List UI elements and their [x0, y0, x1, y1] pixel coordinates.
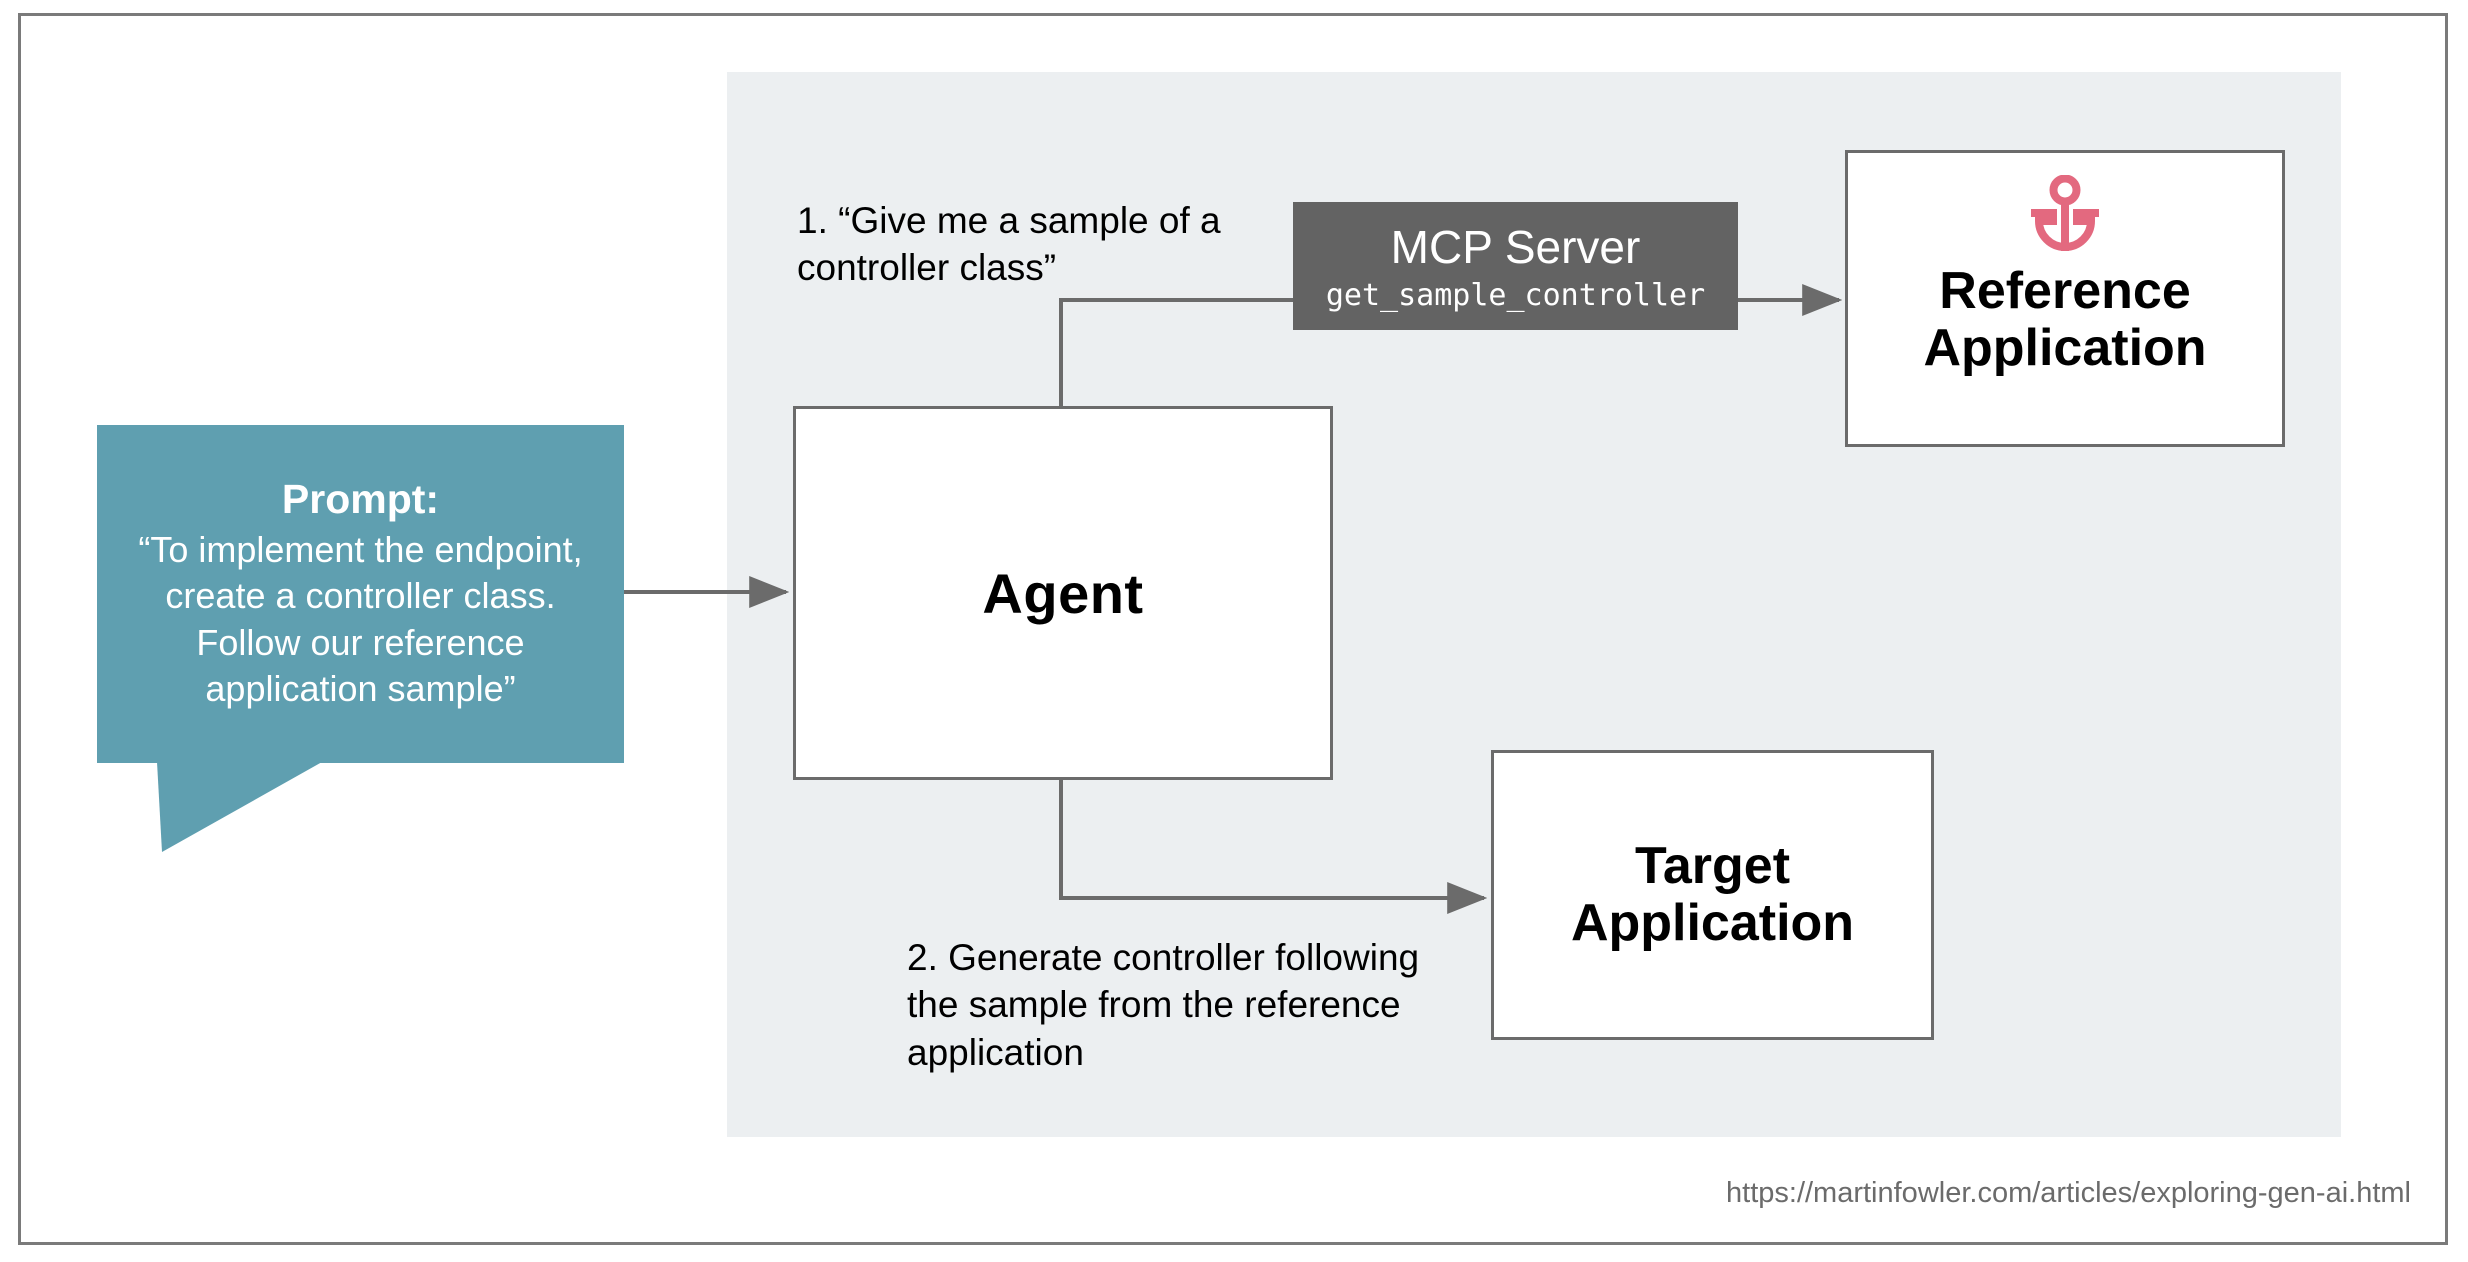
node-agent[interactable]: Agent	[793, 406, 1333, 780]
annotation-step-1: 1. “Give me a sample of a controller cla…	[797, 200, 1221, 289]
prompt-bubble-text: “To implement the endpoint, create a con…	[138, 529, 583, 709]
annotation-step-2: 2. Generate controller following the sam…	[907, 937, 1420, 1073]
node-mcp-server-tool: get_sample_controller	[1325, 277, 1706, 313]
source-url-text: https://martinfowler.com/articles/explor…	[1726, 1177, 2411, 1209]
prompt-bubble-title: Prompt:	[281, 476, 440, 523]
node-agent-label: Agent	[982, 561, 1144, 625]
anchor-icon	[2031, 175, 2099, 251]
node-mcp-server-title: MCP Server	[1390, 221, 1641, 274]
node-reference-application[interactable]: Reference Application	[1845, 150, 2285, 447]
prompt-bubble-tail	[157, 762, 322, 852]
prompt-bubble: Prompt: “To implement the endpoint, crea…	[97, 425, 624, 763]
node-reference-application-label: Reference Application	[1923, 262, 2207, 378]
node-target-application-label: Target Application	[1570, 836, 1855, 952]
node-target-application[interactable]: Target Application	[1491, 750, 1934, 1040]
node-mcp-server[interactable]: MCP Server get_sample_controller	[1293, 202, 1738, 330]
